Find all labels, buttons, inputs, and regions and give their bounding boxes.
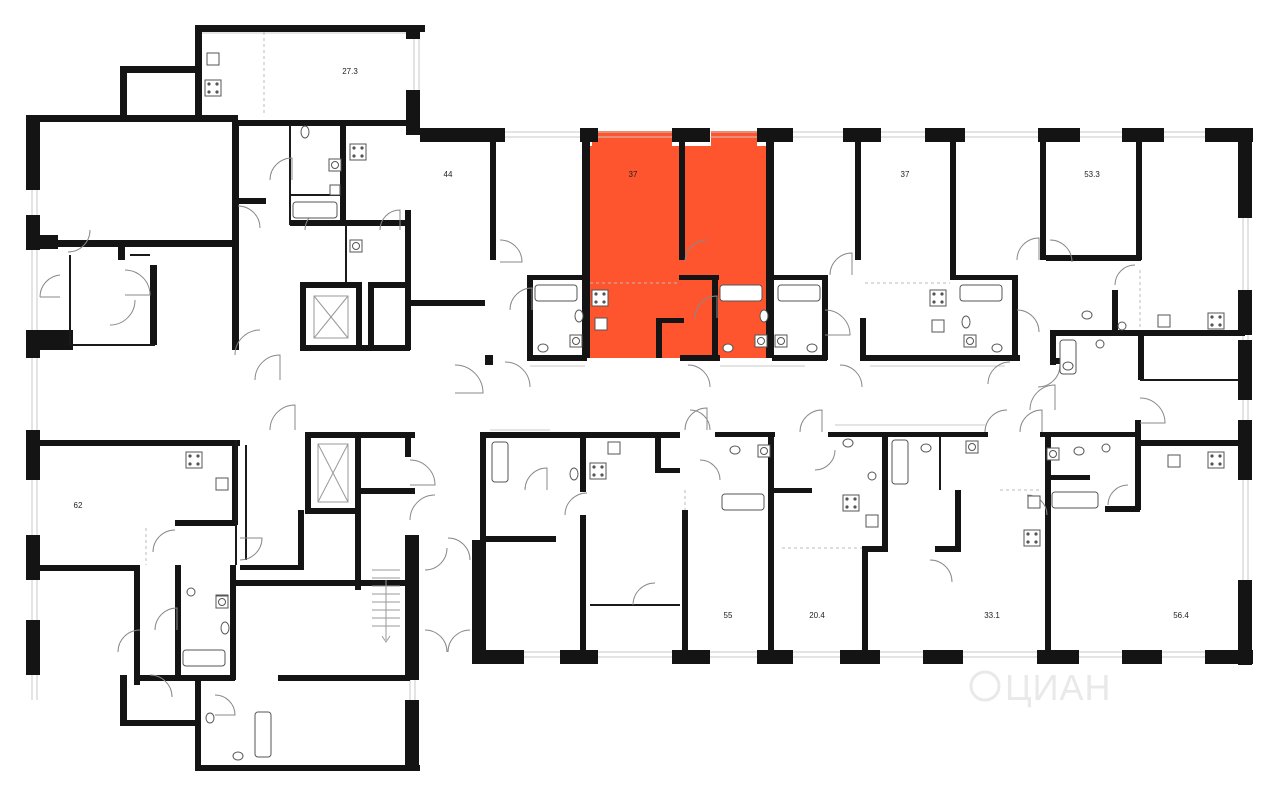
staircase bbox=[372, 569, 400, 643]
stove-icons bbox=[185, 79, 1225, 547]
cian-watermark: ЦИАН bbox=[969, 667, 1112, 708]
thin-partitions bbox=[69, 125, 1240, 606]
unit-area-label: 62 bbox=[74, 501, 83, 510]
unit-area-label: 44 bbox=[444, 170, 453, 179]
walls bbox=[26, 25, 1253, 771]
elevator-shafts bbox=[313, 295, 349, 503]
washer-icons bbox=[215, 158, 1060, 609]
unit-area-label: 20.4 bbox=[809, 611, 825, 620]
toilet-icons bbox=[186, 125, 1127, 761]
door-swings bbox=[39, 157, 1166, 716]
watermark-text: ЦИАН bbox=[1005, 667, 1112, 708]
unit-area-label: 37 bbox=[901, 170, 910, 179]
unit-area-label: 56.4 bbox=[1173, 611, 1189, 620]
unit-area-label: 27.3 bbox=[342, 67, 358, 76]
unit-area-label: 53.3 bbox=[1084, 170, 1100, 179]
zone-lines bbox=[145, 32, 1141, 565]
unit-area-label-highlighted: 37 bbox=[629, 170, 638, 179]
area-labels: 27.3 44 37 37 53.3 62 55 20.4 33.1 56.4 bbox=[74, 67, 1190, 620]
unit-area-label: 33.1 bbox=[984, 611, 1000, 620]
unit-area-label: 55 bbox=[724, 611, 733, 620]
